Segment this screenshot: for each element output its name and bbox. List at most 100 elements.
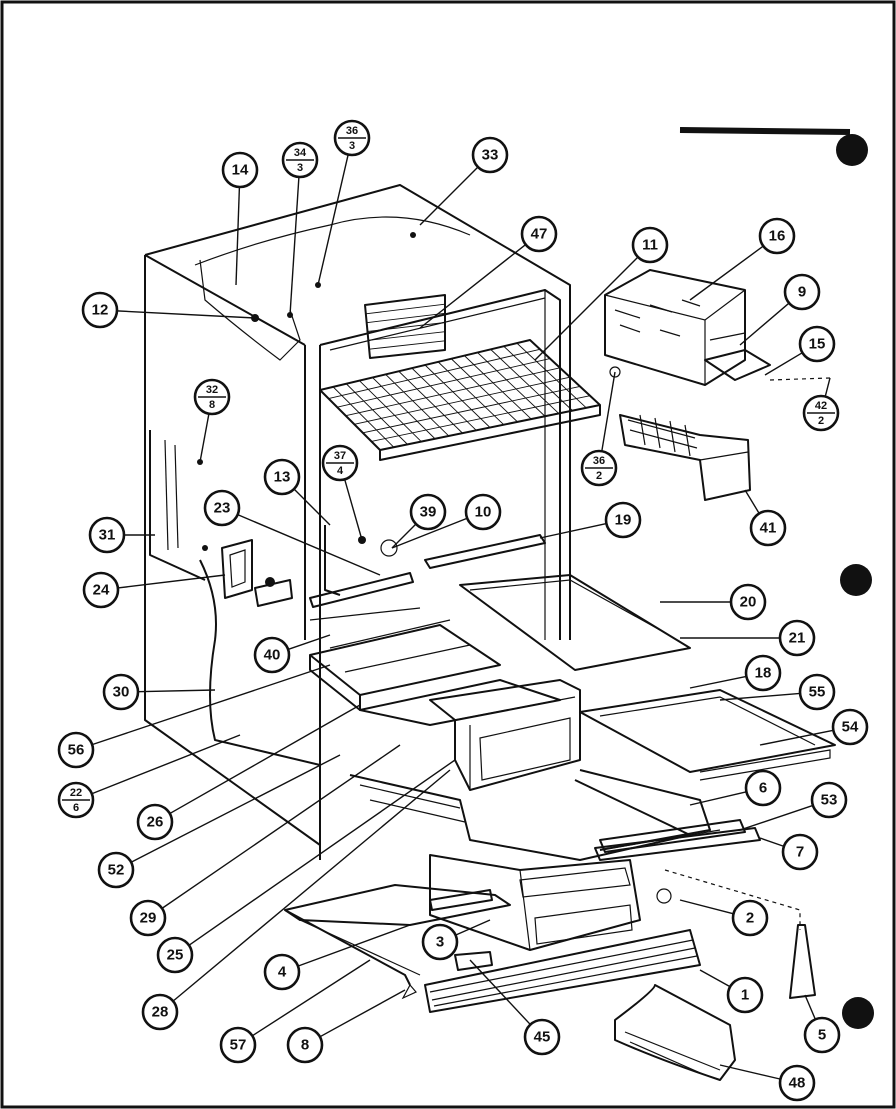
fraction-top: 36: [346, 125, 358, 137]
leader-line: [137, 689, 216, 693]
callout-24: 24: [82, 571, 120, 609]
callout-number: 41: [760, 520, 777, 537]
callout-number: 53: [821, 792, 838, 809]
meat-drawer: [429, 679, 581, 791]
callout-number: 8: [301, 1037, 309, 1054]
leader-line: [455, 919, 491, 936]
callout-45: 45: [523, 1018, 561, 1056]
callout-23: 23: [203, 489, 241, 527]
callout-16: 16: [758, 217, 796, 255]
callout-10: 10: [464, 493, 502, 531]
leader-line: [419, 243, 527, 329]
callout-labels: 1234567891011121314151618192021232425262…: [57, 119, 869, 1102]
leader-line: [679, 899, 734, 915]
drawer-cover: [284, 884, 511, 986]
callout-number: 31: [99, 527, 116, 544]
glass-shelf: [459, 574, 691, 671]
leader-line: [689, 791, 747, 806]
callout-21: 21: [778, 619, 816, 657]
fraction-top: 36: [593, 455, 605, 467]
leader-line: [689, 245, 764, 301]
fraction-bottom: 3: [349, 140, 355, 152]
callout-circle: [831, 708, 869, 746]
callout-circle: [749, 509, 787, 547]
callout-number: 7: [796, 844, 804, 861]
shelf-rail-right: [424, 534, 546, 569]
leader-line: [764, 352, 803, 376]
registration-dot-top: [836, 134, 868, 166]
vertical-tube: [324, 525, 341, 596]
callout-circle: [783, 273, 821, 311]
leader-line: [689, 675, 747, 689]
callout-number: 28: [152, 1004, 169, 1021]
callout-number: 2: [746, 910, 754, 927]
callout-number: 26: [147, 814, 164, 831]
callout-number: 20: [740, 594, 757, 611]
fraction-callout-36-3: 363: [333, 119, 371, 157]
callout-8: 8: [286, 1026, 324, 1064]
callout-circle: [221, 151, 259, 189]
ice-storage-bin: [604, 269, 771, 386]
callout-number: 24: [93, 582, 110, 599]
callout-number: 47: [531, 226, 548, 243]
callout-circle: [136, 803, 174, 841]
callout-number: 16: [769, 228, 786, 245]
callout-circle: [82, 571, 120, 609]
callout-number: 15: [809, 336, 826, 353]
callout-25: 25: [156, 936, 194, 974]
callout-7: 7: [781, 833, 819, 871]
callout-circle: [286, 1026, 324, 1064]
bottom-drawer: [429, 854, 641, 951]
callout-number: 30: [113, 684, 130, 701]
callout-57: 57: [219, 1026, 257, 1064]
leader-line: [237, 513, 381, 576]
callout-41: 41: [749, 509, 787, 547]
callout-40: 40: [253, 636, 291, 674]
callout-number: 4: [278, 964, 287, 981]
callout-39: 39: [409, 493, 447, 531]
callout-30: 30: [102, 673, 140, 711]
callout-circle: [219, 1026, 257, 1064]
leader-line: [824, 377, 831, 397]
fraction-bottom: 8: [209, 399, 215, 411]
registration-dot-middle: [840, 564, 872, 596]
leader-line: [235, 186, 241, 286]
callout-number: 6: [759, 780, 767, 797]
fastener-39: [380, 539, 398, 557]
callout-number: 5: [818, 1027, 826, 1044]
fraction-top: 37: [334, 450, 346, 462]
callout-number: 56: [68, 742, 85, 759]
leader-line: [739, 804, 814, 831]
callout-circle: [263, 953, 301, 991]
leader-line: [739, 302, 790, 346]
callout-47: 47: [520, 215, 558, 253]
leader-line: [539, 522, 607, 539]
leader-line: [319, 989, 406, 1038]
callout-number: 40: [264, 647, 281, 664]
screw: [401, 983, 417, 1000]
leader-line: [759, 729, 834, 746]
fraction-callout-37-4: 374: [321, 444, 359, 482]
callout-55: 55: [798, 673, 836, 711]
fraction-top: 32: [206, 384, 218, 396]
callout-circle: [781, 833, 819, 871]
callout-15: 15: [798, 325, 836, 363]
callout-number: 21: [789, 630, 806, 647]
leader-line: [719, 1064, 781, 1080]
fraction-top: 42: [815, 400, 827, 412]
fraction-top: 34: [294, 147, 307, 159]
callout-1: 1: [726, 976, 764, 1014]
leader-line: [601, 371, 616, 452]
fraction-bottom: 4: [337, 465, 344, 477]
callout-number: 12: [92, 302, 109, 319]
leader-line: [287, 634, 331, 651]
leader-line: [293, 488, 331, 526]
callout-circle: [758, 217, 796, 255]
callout-circle: [57, 731, 95, 769]
leader-line: [759, 837, 785, 848]
leader-line: [169, 704, 361, 815]
callout-18: 18: [744, 654, 782, 692]
callout-circle: [88, 516, 126, 554]
leader-line: [188, 759, 456, 946]
fraction-bottom: 3: [297, 162, 303, 174]
